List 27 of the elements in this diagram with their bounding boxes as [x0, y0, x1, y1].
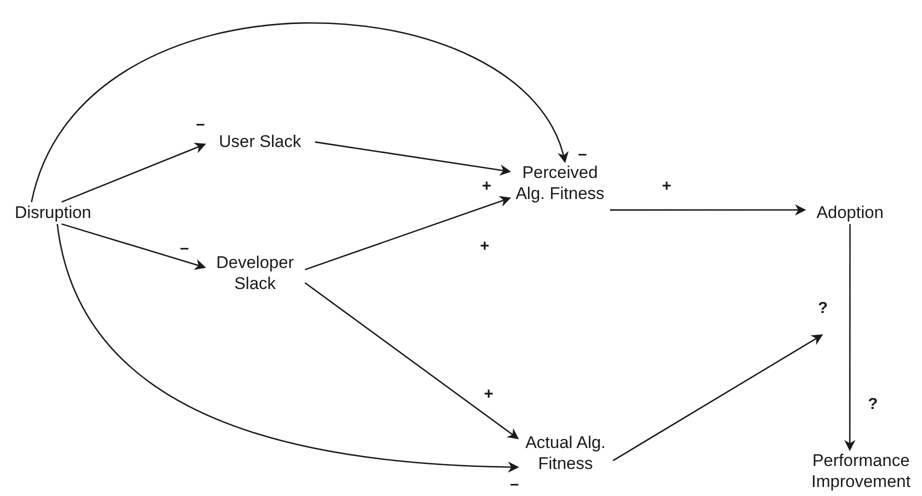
node-label: Adoption — [805, 202, 895, 224]
arrow — [304, 196, 512, 270]
arrow — [314, 141, 512, 176]
arrow — [61, 142, 206, 203]
edge-label: + — [480, 238, 490, 256]
arrow — [610, 204, 806, 216]
arrow — [56, 224, 520, 473]
arrow — [844, 224, 856, 452]
edge-label: + — [662, 178, 672, 196]
arrow — [61, 223, 206, 270]
edge-label: ? — [868, 396, 878, 414]
arrow — [30, 22, 566, 202]
edge-label: + — [484, 386, 494, 404]
node-label: Disruption — [10, 202, 96, 224]
node-label: Perceived Alg. Fitness — [510, 162, 610, 210]
node-label: Developer Slack — [205, 252, 305, 296]
edge-label: – — [180, 240, 189, 258]
node-label: Actual Alg. Fitness — [518, 432, 613, 476]
edge-label: + — [482, 178, 492, 196]
edge-label: – — [578, 146, 587, 164]
edge-label: – — [196, 116, 205, 134]
arrow — [612, 334, 823, 462]
edge-label: ? — [818, 300, 828, 318]
node-label: User Slack — [205, 131, 315, 153]
edge-label: – — [510, 476, 519, 494]
node-label: Performance Improvement — [805, 450, 917, 494]
arrow — [304, 282, 519, 440]
